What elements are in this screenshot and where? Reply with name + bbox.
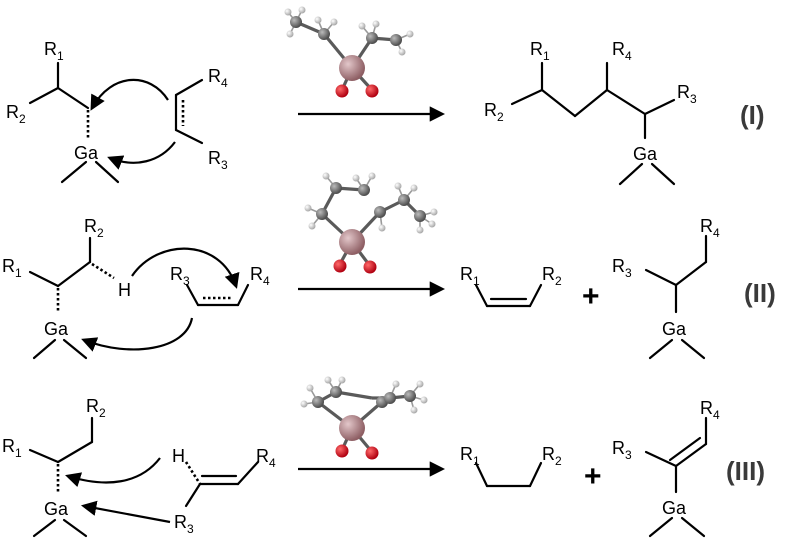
product-3-r3-label: R3 (612, 438, 632, 462)
r2-label-2: R2 (84, 216, 104, 240)
hydrogen-label-2: H (118, 280, 131, 300)
product-2-alkylgallium (644, 234, 708, 360)
r4-label-2: R4 (250, 264, 270, 288)
plus-sign-2: + (582, 280, 600, 313)
r4-label-3: R4 (256, 446, 276, 470)
r1-label-2: R1 (2, 256, 22, 280)
product-3-r1-label: R1 (460, 444, 480, 468)
molecular-model-2 (304, 172, 438, 274)
olefin-1 (174, 78, 204, 145)
reaction-3: R2 R1 Ga H R4 R3 R1 R2 + (2, 376, 765, 538)
curved-arrow-ga-alkene (81, 317, 194, 352)
hydrogen-label-3: H (172, 446, 185, 466)
product-3-alkane (474, 461, 543, 488)
reactant-1-skeleton (28, 61, 120, 184)
reaction-1: R1 R2 Ga R4 R3 R1 R (6, 6, 765, 186)
r1-label-3: R1 (2, 436, 22, 460)
r2-label: R2 (6, 102, 26, 126)
gallium-label-3: Ga (44, 499, 69, 519)
molecular-model-1 (284, 6, 414, 98)
gallium-label: Ga (74, 143, 99, 163)
product-r1-label: R1 (530, 39, 550, 63)
gallium-label-2: Ga (44, 319, 69, 339)
olefin-2 (185, 283, 250, 307)
curved-arrow-coordination (107, 141, 176, 170)
reactant-2-skeleton (28, 236, 115, 360)
product-r3-label: R3 (677, 82, 697, 106)
molecular-model-3 (300, 376, 428, 460)
product-2-r4-label: R4 (700, 216, 720, 240)
r3-label: R3 (208, 148, 228, 172)
product-2-r3-label: R3 (612, 256, 632, 280)
r3-label-2: R3 (170, 264, 190, 288)
curved-arrow-proton (65, 457, 161, 488)
curved-arrow-insertion (90, 78, 169, 111)
curved-arrow-hydride (131, 247, 240, 289)
r3-label-3: R3 (174, 512, 194, 536)
reaction-2: R2 R1 H Ga R3 R4 R1 R2 + (2, 172, 776, 360)
plus-sign-3: + (584, 460, 602, 493)
product-2-gallium-label: Ga (662, 319, 687, 339)
product-3-r4-label: R4 (700, 398, 720, 422)
product-r4-label: R4 (612, 39, 632, 63)
product-2-r2-label: R2 (542, 264, 562, 288)
reactant-3-skeleton (28, 416, 94, 538)
product-gallium-label: Ga (633, 144, 658, 164)
r4-label: R4 (208, 66, 228, 90)
olefin-3 (184, 460, 260, 508)
r1-label: R1 (44, 39, 64, 63)
reaction-numeral-3: (III) (726, 456, 765, 486)
product-r2-label: R2 (484, 100, 504, 124)
reaction-numeral-2: (II) (744, 278, 776, 308)
product-3-r2-label: R2 (542, 444, 562, 468)
product-2-r1-label: R1 (460, 264, 480, 288)
product-1-skeleton (510, 61, 676, 186)
r2-label-3: R2 (86, 396, 106, 420)
product-3-vinylgallium (644, 416, 708, 538)
arrow-ga-vinyl (80, 500, 171, 524)
product-2-alkene (474, 283, 543, 308)
reaction-numeral-1: (I) (740, 100, 765, 130)
product-3-gallium-label: Ga (662, 498, 687, 518)
